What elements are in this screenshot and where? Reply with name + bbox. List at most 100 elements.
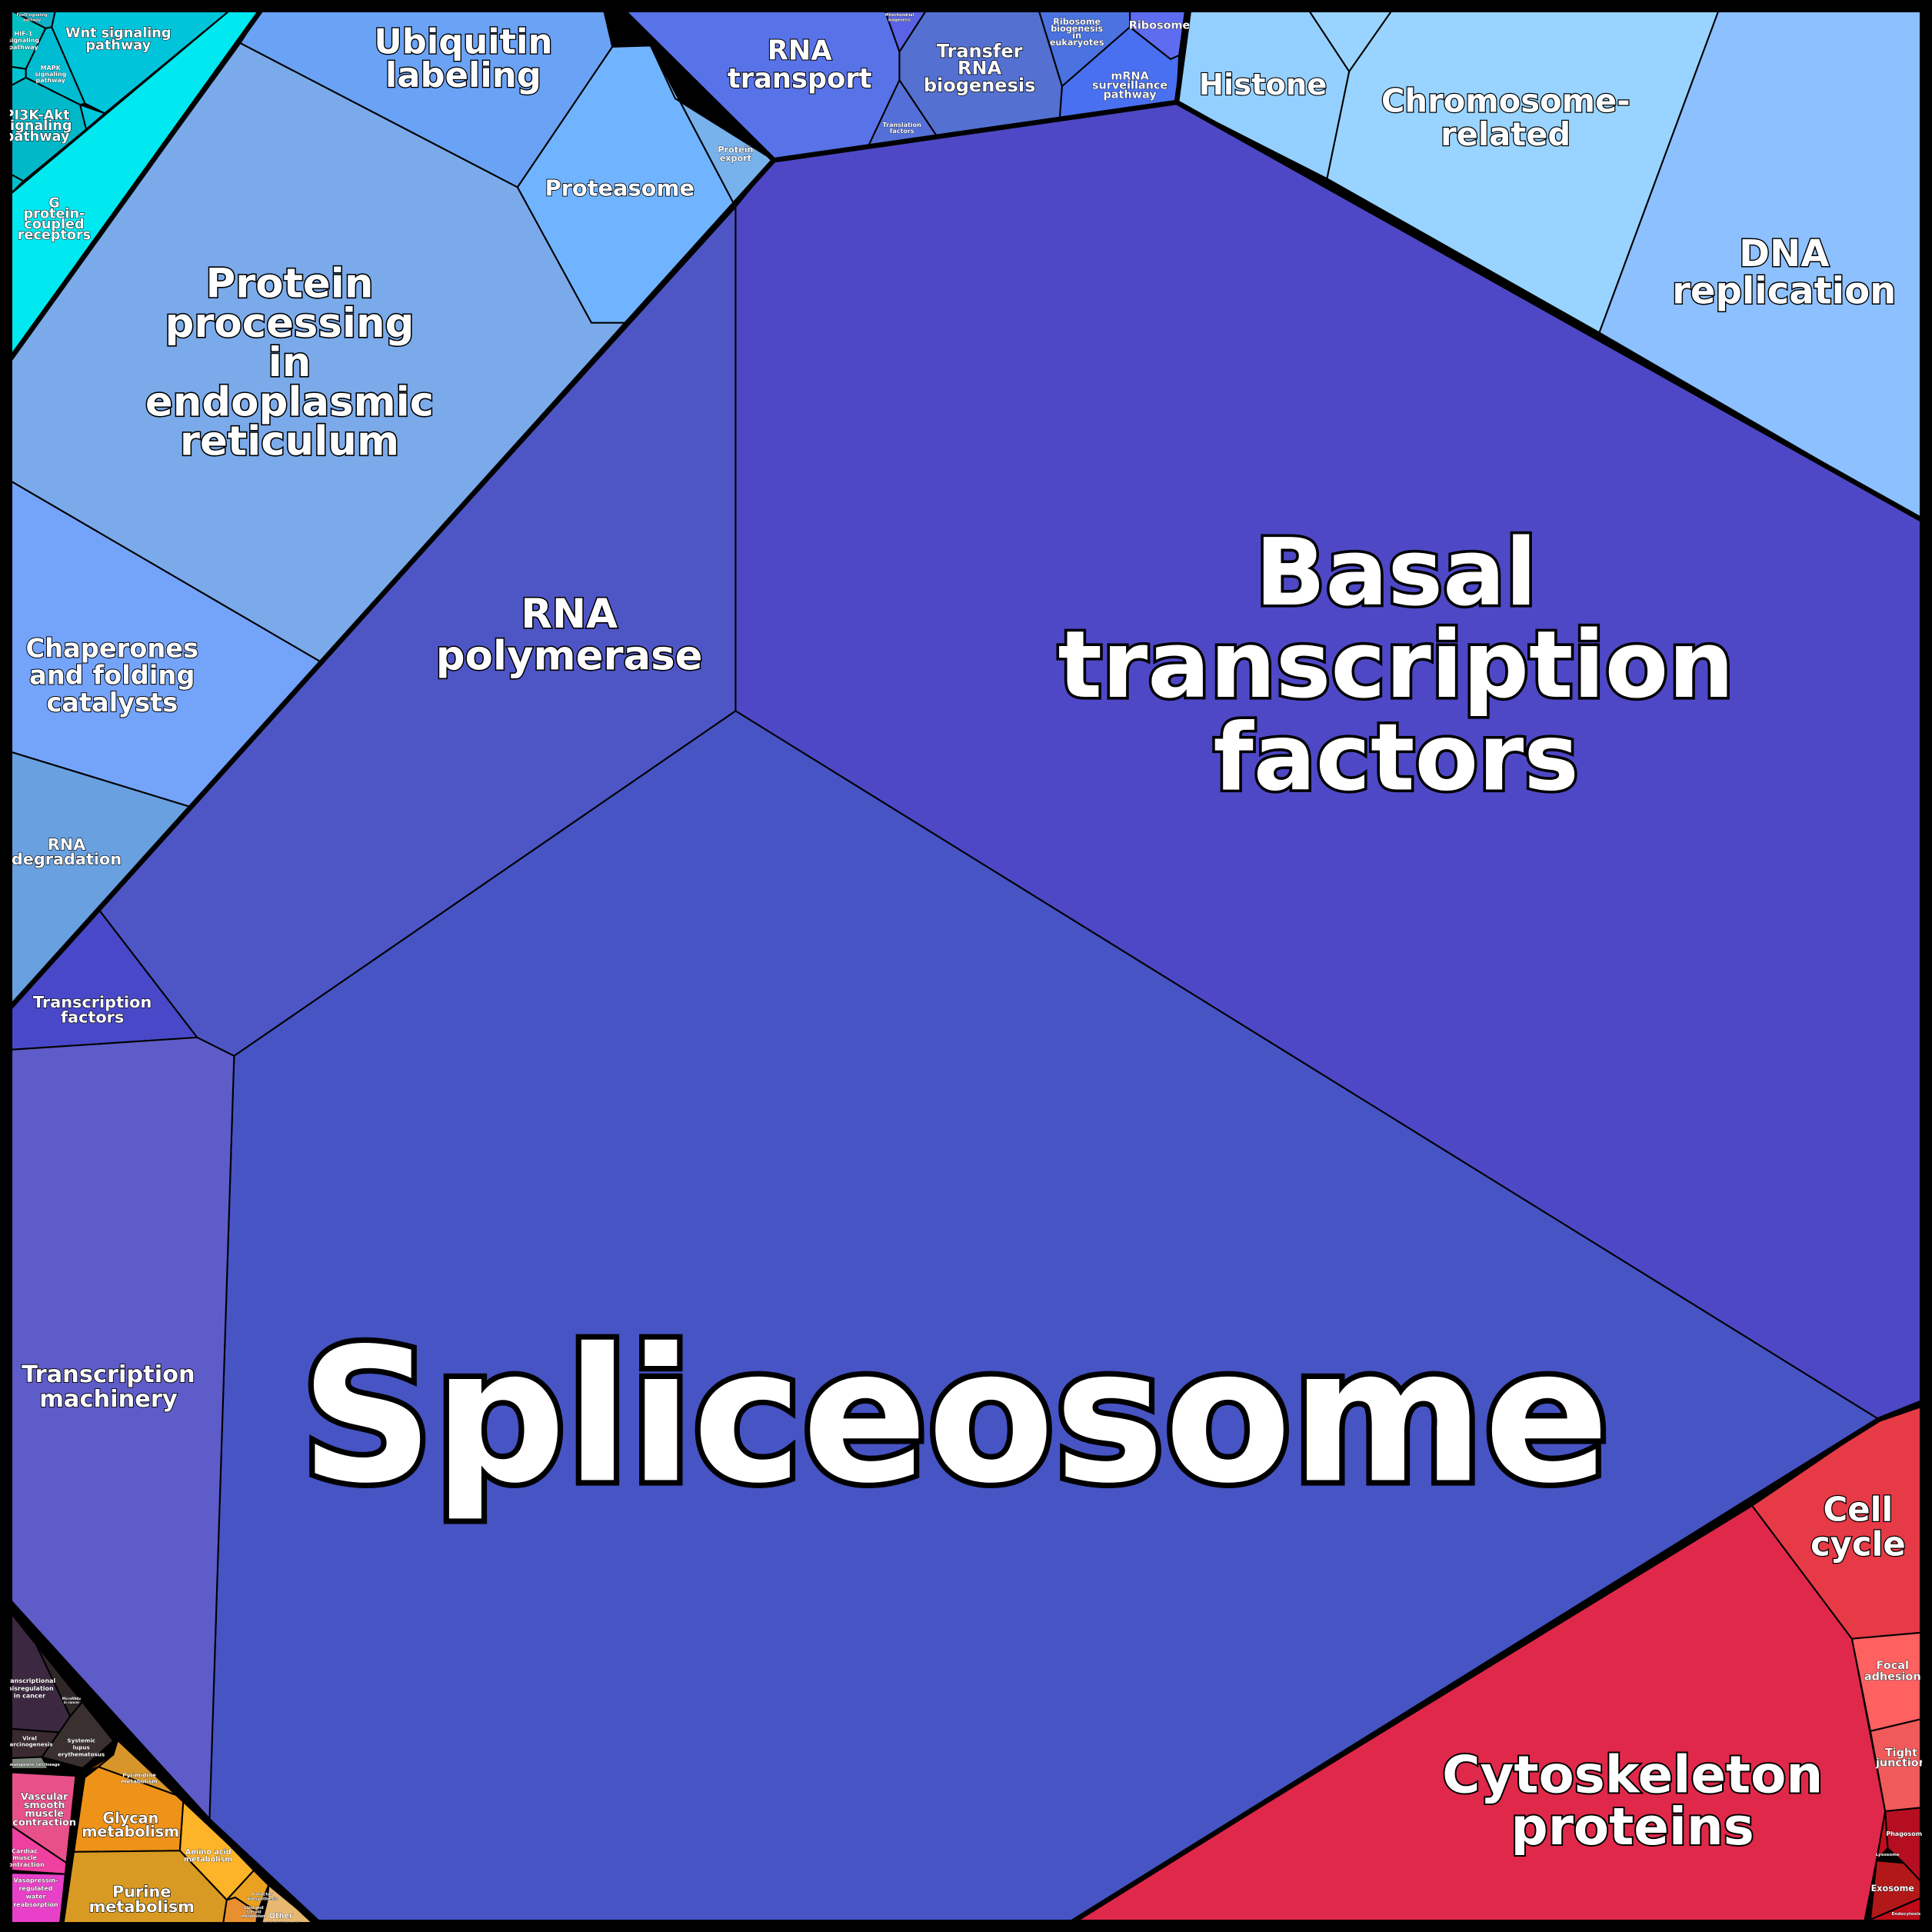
- label-line: metabolism: [82, 1823, 179, 1840]
- label-line: machinery: [39, 1385, 178, 1412]
- label-line: and folding: [29, 660, 195, 690]
- label-line: Ribosome: [1053, 17, 1101, 27]
- label-line: Protein: [718, 145, 753, 155]
- label-line: Basal: [1255, 519, 1537, 627]
- label-line: coupled: [24, 217, 84, 232]
- label-line: export: [720, 154, 752, 164]
- label-line: in cancer: [14, 1692, 45, 1699]
- label-spliceosome: Spliceosome: [301, 1308, 1610, 1524]
- label-line: Vasopressin-: [14, 1877, 58, 1884]
- cell-lipid: [222, 1897, 258, 1926]
- label-line: Lysosome: [1876, 1853, 1900, 1857]
- label-line: Histone: [1199, 68, 1327, 102]
- label-exosome: Exosome: [1871, 1884, 1915, 1894]
- label-line: Pyrimidine: [122, 1772, 156, 1779]
- label-line: muscle: [25, 1808, 64, 1820]
- label-line: factors: [61, 1008, 124, 1026]
- label-line: Lipid and: [245, 1905, 265, 1910]
- label-line: labeling: [385, 55, 541, 95]
- label-phagosome: Phagosome: [1886, 1830, 1927, 1837]
- label-line: Exosome: [1871, 1884, 1915, 1894]
- label-line: MAPK: [41, 65, 62, 72]
- label-line: Translation: [883, 121, 922, 128]
- label-line: signaling: [8, 37, 40, 44]
- label-line: replication: [1672, 269, 1896, 312]
- cell-lysosome: [1875, 1810, 1889, 1862]
- label-line: pathway: [5, 129, 70, 145]
- label-line: Spliceosome: [301, 1308, 1610, 1524]
- label-line: steroid: [246, 1910, 261, 1914]
- label-line: Endocytosis: [1891, 1911, 1920, 1916]
- label-line: adhesion: [1864, 1671, 1921, 1683]
- label-histone: Histone: [1199, 68, 1327, 102]
- label-line: Ubiquitin: [374, 22, 552, 62]
- label-line: contraction: [12, 1817, 76, 1828]
- label-line: reabsorption: [13, 1900, 58, 1907]
- label-line: cycle: [1810, 1525, 1906, 1564]
- label-line: pathway: [86, 38, 152, 53]
- label-line: contraction: [5, 1860, 45, 1867]
- label-line: lupus: [73, 1744, 90, 1750]
- label-line: RNA: [768, 35, 833, 66]
- label-line: Mitochondrial: [885, 13, 914, 18]
- label-line: MicroRNAs: [62, 1697, 82, 1700]
- label-line: factors: [890, 127, 914, 134]
- label-line: Amino acid: [185, 1848, 232, 1857]
- label-line: Systemic: [67, 1737, 95, 1744]
- label-line: biogenesis: [924, 75, 1036, 96]
- cell-sig-small1: [79, 104, 106, 131]
- label-line: reticulum: [180, 418, 399, 465]
- label-line: Phagosome: [1886, 1830, 1927, 1837]
- label-line: Wnt signaling: [65, 25, 171, 41]
- label-line: Chromosome-: [1381, 82, 1631, 120]
- label-line: Transcriptional: [4, 1677, 56, 1684]
- label-line: Hematopoietic cell lineage: [5, 1763, 61, 1767]
- label-line: Vascular: [21, 1790, 68, 1802]
- label-line: biogenesis: [888, 18, 911, 22]
- label-line: proteins: [1511, 1797, 1754, 1857]
- label-line: smooth: [24, 1799, 65, 1810]
- label-line: pathway: [8, 43, 38, 50]
- label-line: Transfer: [937, 40, 1023, 62]
- label-line: Viral: [22, 1734, 37, 1741]
- label-line: Focal: [1877, 1660, 1909, 1672]
- label-line: signaling: [35, 71, 67, 78]
- label-line: signaling: [2, 118, 72, 134]
- label-lysosome: Lysosome: [1876, 1853, 1900, 1857]
- label-line: regulated: [18, 1885, 52, 1892]
- label-line: metabolism: [184, 1855, 232, 1864]
- label-line: transport: [728, 63, 872, 95]
- label-line: Cofactor: [252, 1892, 273, 1897]
- label-hematopoietic: Hematopoietic cell lineage: [5, 1763, 61, 1767]
- label-line: pathway: [23, 18, 42, 22]
- label-line: muscle: [12, 1854, 37, 1861]
- label-line: Glycan: [102, 1809, 158, 1827]
- label-line: metabolism: [89, 1897, 195, 1916]
- label-line: junction: [1875, 1757, 1927, 1770]
- label-line: Transcription: [33, 993, 152, 1011]
- label-line: Cytoskeleton: [1442, 1744, 1823, 1804]
- label-ribosome: Ribosome: [1129, 20, 1191, 32]
- label-line: water: [25, 1893, 45, 1900]
- label-line: RNA: [521, 591, 618, 638]
- label-line: in cancer: [64, 1700, 80, 1704]
